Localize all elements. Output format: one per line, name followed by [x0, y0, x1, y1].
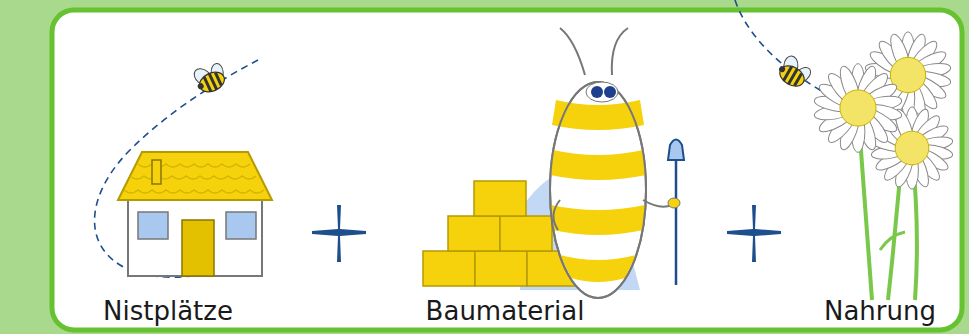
daisies [813, 32, 953, 189]
bee-builder [423, 28, 684, 298]
house-icon [118, 152, 272, 276]
caption-label: Nistplätze [103, 296, 233, 326]
caption-label: Baumaterial [426, 296, 585, 326]
caption-label: Nahrung [824, 296, 936, 326]
panel [52, 10, 962, 330]
